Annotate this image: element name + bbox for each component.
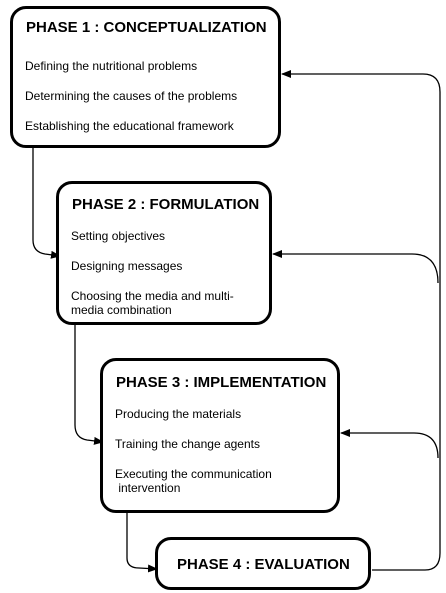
phase-1-item-2: Determining the causes of the problems (25, 89, 238, 103)
phase-2-item-1: Setting objectives (71, 229, 166, 243)
phase-3-item-3: Executing the communication intervention (115, 467, 272, 495)
feedback-to-phase3 (340, 429, 439, 459)
arrow-phase1-to-phase2 (32, 148, 61, 259)
phase-3-title: PHASE 3 : IMPLEMENTATION (116, 374, 327, 391)
phase-4-box: PHASE 4 : EVALUATION (155, 537, 371, 590)
feedback-to-phase1 (281, 70, 441, 571)
phase-2-item-2: Designing messages (71, 259, 183, 273)
phase-2-item-3: Choosing the media and multi- media comb… (71, 289, 234, 317)
phase-1-item-3: Establishing the educational framework (25, 119, 234, 133)
phase-1-item-1: Defining the nutritional problems (25, 59, 198, 73)
phase-3-box: PHASE 3 : IMPLEMENTATION Producing the m… (100, 358, 340, 513)
phase-3-item-1: Producing the materials (115, 407, 242, 421)
phase-1-box: PHASE 1 : CONCEPTUALIZATION Defining the… (10, 6, 281, 148)
feedback-to-phase2 (272, 250, 439, 284)
phase-1-title: PHASE 1 : CONCEPTUALIZATION (26, 19, 267, 36)
phase-2-box: PHASE 2 : FORMULATION Setting objectives… (56, 181, 272, 325)
arrow-phase2-to-phase3 (74, 325, 104, 445)
phase-3-item-2: Training the change agents (115, 437, 260, 451)
phase-4-title: PHASE 4 : EVALUATION (177, 556, 350, 573)
phase-2-title: PHASE 2 : FORMULATION (72, 196, 260, 213)
arrow-phase3-to-phase4 (126, 513, 158, 573)
